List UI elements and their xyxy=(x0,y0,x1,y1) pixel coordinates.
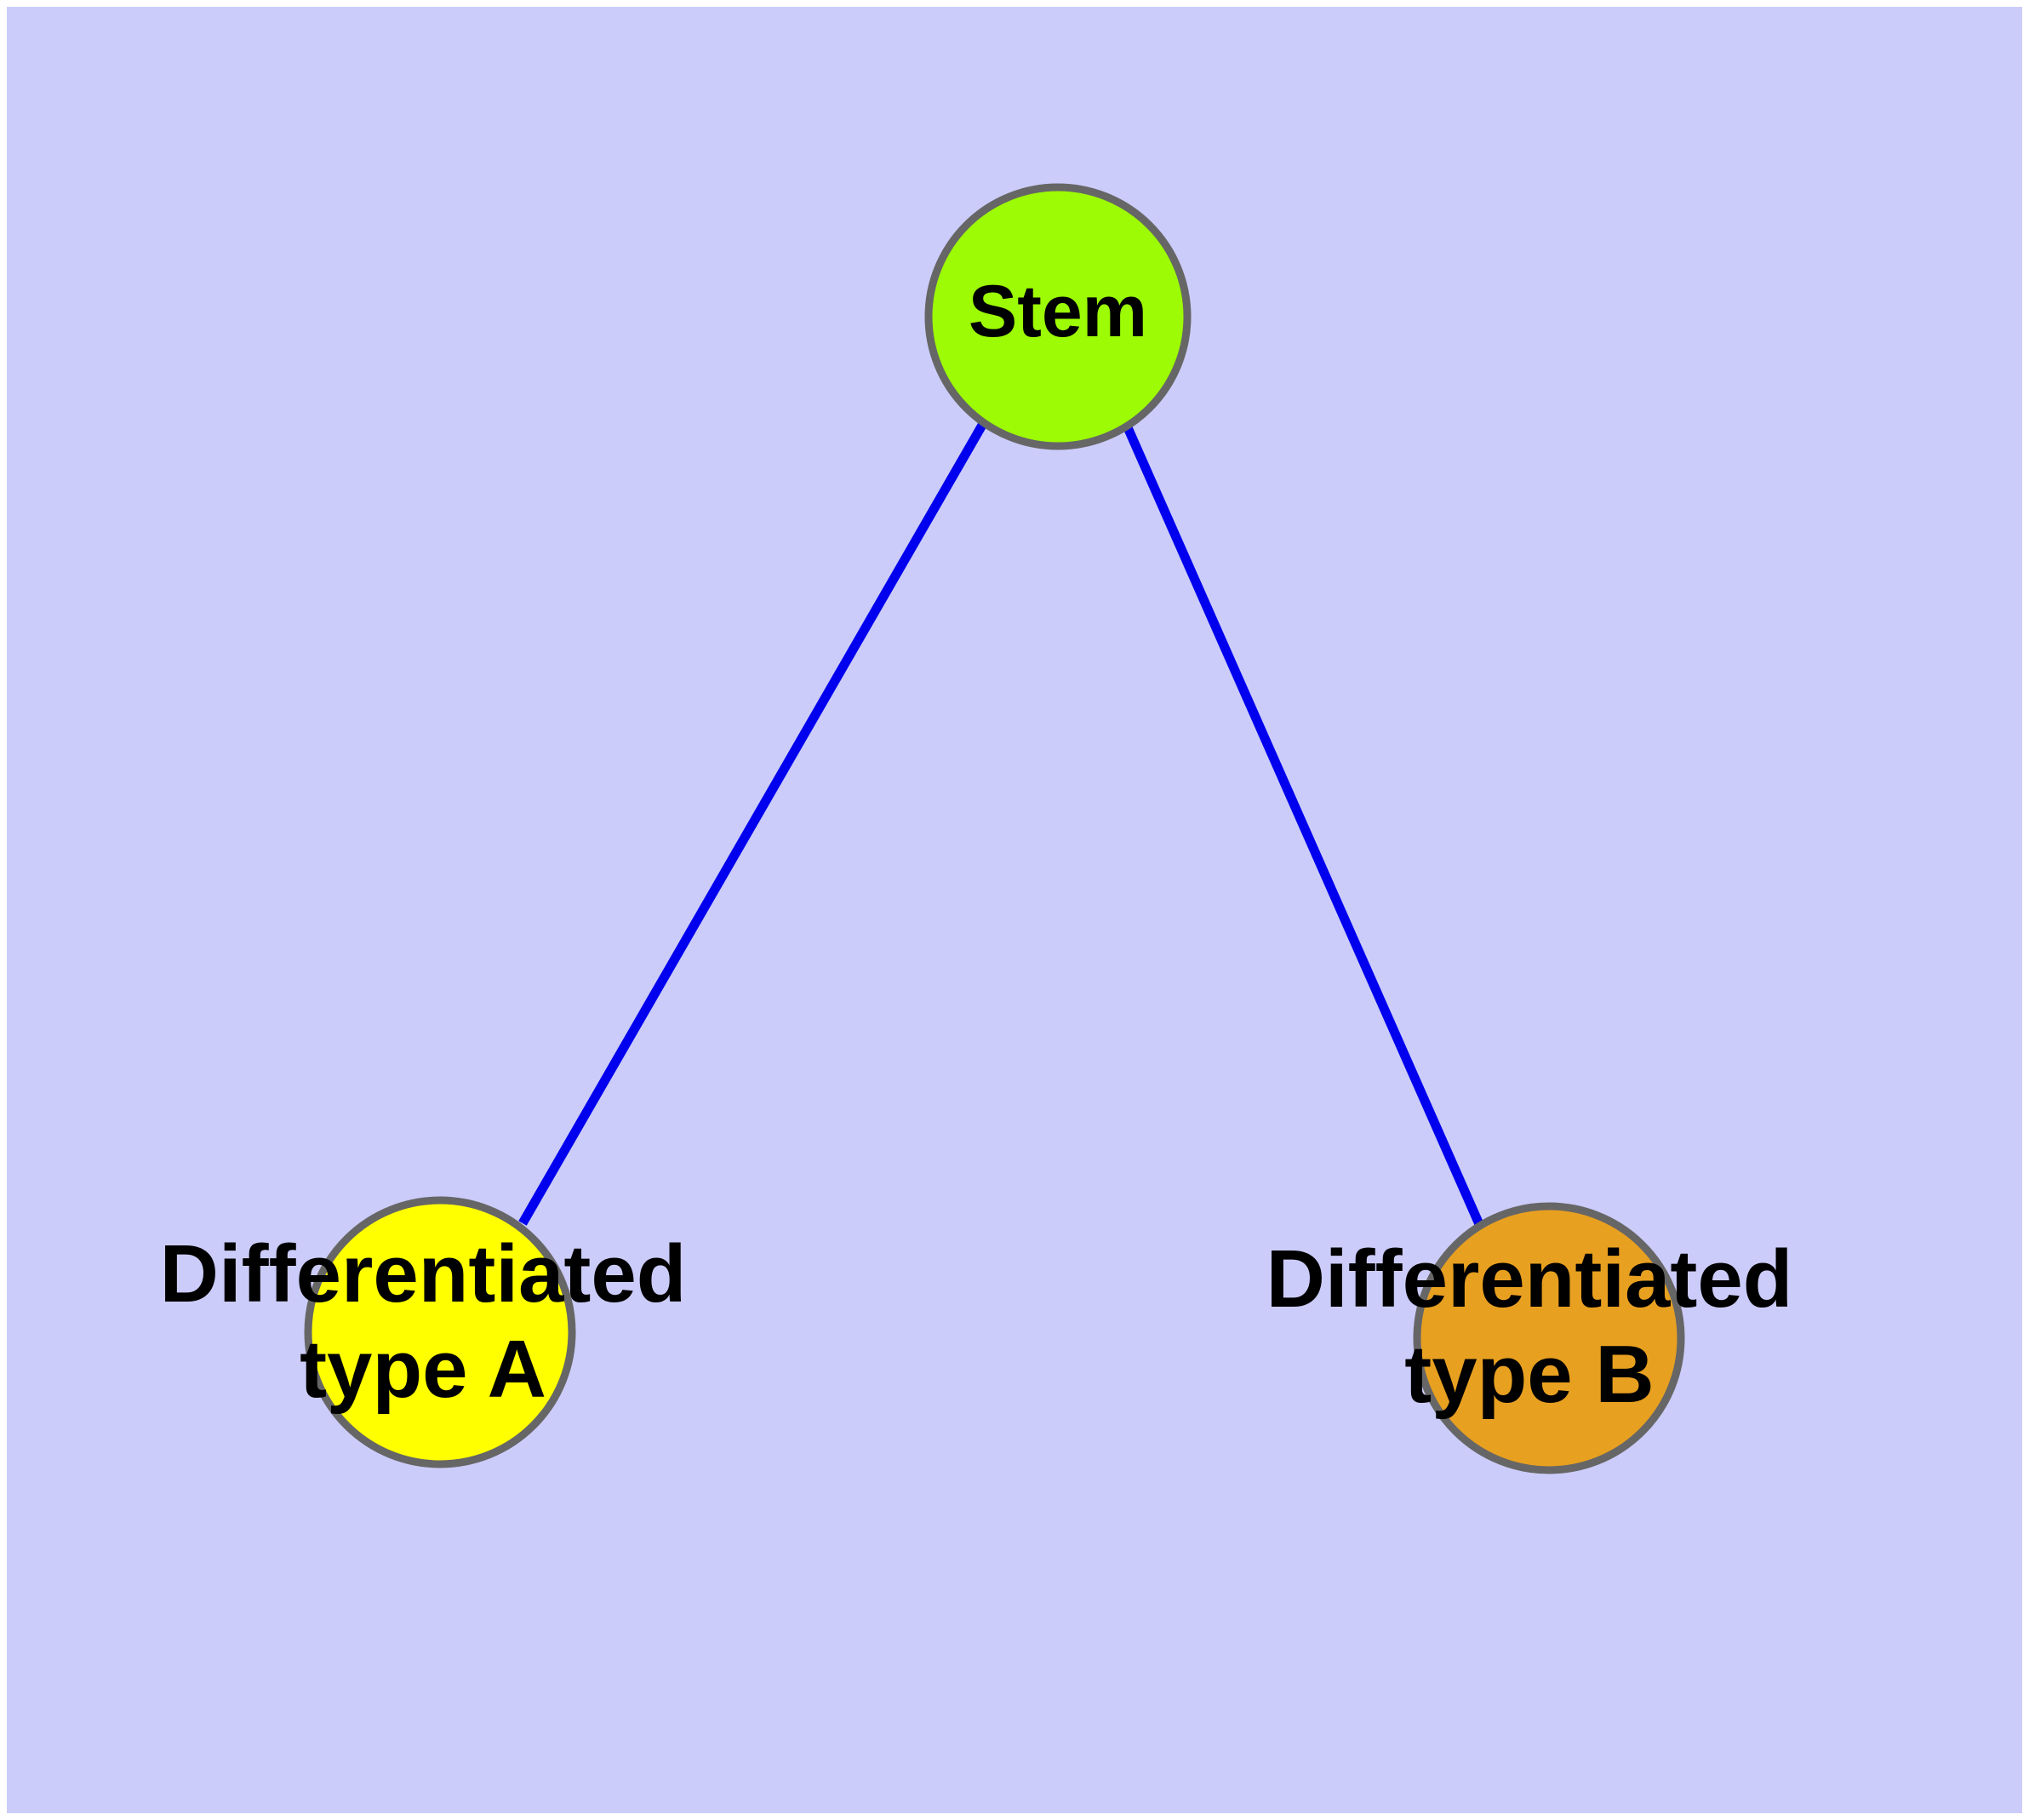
edges-layer xyxy=(518,420,1484,1227)
node-label-line: type B xyxy=(1404,1329,1654,1420)
graph-node-diff_a[interactable] xyxy=(304,1196,576,1468)
node-circle-diff_b[interactable] xyxy=(1413,1202,1685,1474)
node-circle-diff_a[interactable] xyxy=(304,1196,576,1468)
node-label-stem: Stem xyxy=(969,271,1147,352)
node-label-line: Differentiated xyxy=(160,1228,687,1319)
graph-node-diff_b[interactable] xyxy=(1413,1202,1685,1474)
graph-node-stem[interactable] xyxy=(924,183,1192,450)
graph-edge-stem-diff_a[interactable] xyxy=(518,420,988,1226)
node-circle-stem[interactable] xyxy=(924,183,1192,450)
node-label-line: Stem xyxy=(969,271,1147,352)
graph-edge-stem-diff_b[interactable] xyxy=(1122,423,1484,1227)
node-label-line: Differentiated xyxy=(1266,1233,1793,1325)
node-label-line: type A xyxy=(300,1324,546,1415)
